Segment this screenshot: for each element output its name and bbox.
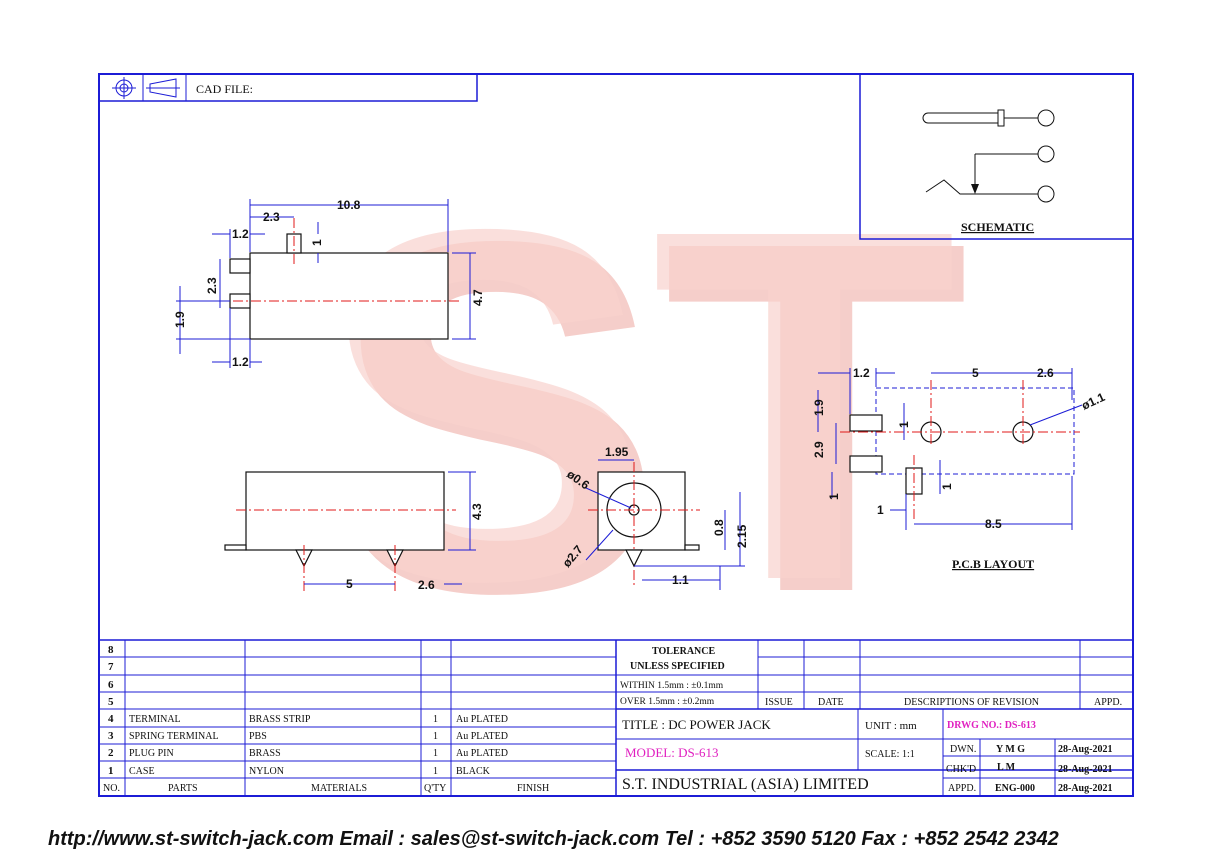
svg-text:1.2: 1.2 xyxy=(232,227,249,241)
svg-text:1: 1 xyxy=(827,493,841,500)
svg-text:TITLE : DC POWER JACK: TITLE : DC POWER JACK xyxy=(622,717,771,732)
svg-text:1: 1 xyxy=(897,421,911,428)
svg-text:1: 1 xyxy=(433,714,438,725)
svg-text:DWN.: DWN. xyxy=(950,744,976,755)
svg-text:ST: ST xyxy=(318,125,957,684)
svg-text:1.1: 1.1 xyxy=(672,573,689,587)
svg-text:4: 4 xyxy=(108,713,114,725)
st-watermark: ST ST xyxy=(318,125,969,696)
svg-text:BLACK: BLACK xyxy=(456,766,491,777)
svg-text:Q'TY: Q'TY xyxy=(424,783,446,794)
svg-text:6: 6 xyxy=(108,679,114,691)
svg-text:ø1.1: ø1.1 xyxy=(1079,390,1107,413)
svg-text:4.3: 4.3 xyxy=(470,503,484,520)
schematic-box: SCHEMATIC xyxy=(859,73,1134,240)
svg-text:DATE: DATE xyxy=(818,697,844,708)
svg-text:1: 1 xyxy=(433,731,438,742)
svg-text:5: 5 xyxy=(972,366,979,380)
svg-text:TOLERANCE: TOLERANCE xyxy=(652,646,715,657)
side-view: 4.3 5 2.6 xyxy=(224,471,484,592)
svg-text:PARTS: PARTS xyxy=(168,783,198,794)
bom-table: 8 7 6 5 4 TERMINAL BRASS STRIP 1 Au PLAT… xyxy=(99,639,1133,796)
svg-text:NO.: NO. xyxy=(103,783,120,794)
svg-text:1: 1 xyxy=(310,239,324,246)
svg-text:10.8: 10.8 xyxy=(337,198,361,212)
svg-text:Y M G: Y M G xyxy=(996,744,1025,755)
svg-text:APPD.: APPD. xyxy=(948,783,976,794)
svg-text:L M: L M xyxy=(997,762,1016,773)
svg-text:2.15: 2.15 xyxy=(735,524,749,548)
svg-text:DESCRIPTIONS OF REVISION: DESCRIPTIONS OF REVISION xyxy=(904,697,1039,708)
svg-text:Au PLATED: Au PLATED xyxy=(456,714,508,725)
svg-text:BRASS: BRASS xyxy=(249,748,281,759)
svg-text:1: 1 xyxy=(877,503,884,517)
svg-text:7: 7 xyxy=(108,661,114,673)
schematic-label: SCHEMATIC xyxy=(961,220,1034,234)
contact-footer: http://www.st-switch-jack.com Email : sa… xyxy=(48,828,1059,850)
svg-text:1.2: 1.2 xyxy=(853,366,870,380)
svg-text:ENG-000: ENG-000 xyxy=(995,783,1035,794)
svg-text:1.2: 1.2 xyxy=(232,355,249,369)
svg-text:TERMINAL: TERMINAL xyxy=(129,714,181,725)
svg-text:MATERIALS: MATERIALS xyxy=(311,783,367,794)
svg-text:MODEL: DS-613: MODEL: DS-613 xyxy=(625,745,719,760)
svg-text:2.6: 2.6 xyxy=(1037,366,1054,380)
tolerance-revision-block: TOLERANCE UNLESS SPECIFIED WITHIN 1.5mm … xyxy=(616,640,1133,710)
svg-text:APPD.: APPD. xyxy=(1094,697,1122,708)
svg-text:28-Aug-2021: 28-Aug-2021 xyxy=(1058,764,1112,775)
svg-text:8.5: 8.5 xyxy=(985,517,1002,531)
svg-text:CHK'D: CHK'D xyxy=(946,764,976,775)
svg-text:PBS: PBS xyxy=(249,731,267,742)
first-angle-projection-icon xyxy=(112,77,180,99)
svg-text:3: 3 xyxy=(108,730,114,742)
svg-text:PLUG PIN: PLUG PIN xyxy=(129,748,174,759)
svg-text:1: 1 xyxy=(433,748,438,759)
pcb-layout: 1.2 5 2.6 1.9 2.9 1 ø1.1 1 1 1 8.5 P.C.B… xyxy=(812,366,1107,571)
svg-text:NYLON: NYLON xyxy=(249,766,284,777)
svg-text:S.T. INDUSTRIAL (ASIA) LIMI: S.T. INDUSTRIAL (ASIA) LIMITED xyxy=(622,776,869,793)
svg-text:1: 1 xyxy=(108,765,114,777)
svg-text:CASE: CASE xyxy=(129,766,155,777)
svg-text:Au PLATED: Au PLATED xyxy=(456,748,508,759)
svg-text:UNIT : mm: UNIT : mm xyxy=(865,720,917,732)
svg-text:0.8: 0.8 xyxy=(712,519,726,536)
svg-text:28-Aug-2021: 28-Aug-2021 xyxy=(1058,744,1112,755)
svg-text:UNLESS SPECIFIED: UNLESS SPECIFIED xyxy=(630,661,725,672)
svg-text:2.3: 2.3 xyxy=(263,210,280,224)
top-view: 10.8 2.3 1.2 1 2.3 4.7 1.9 1.2 xyxy=(173,198,485,369)
svg-text:SPRING TERMINAL: SPRING TERMINAL xyxy=(129,731,219,742)
svg-text:1.95: 1.95 xyxy=(605,445,629,459)
front-view: 1.95 ø0.6 ø2.7 0.8 2.15 1.1 xyxy=(560,445,749,590)
svg-text:2.3: 2.3 xyxy=(205,277,219,294)
svg-text:2.6: 2.6 xyxy=(418,578,435,592)
svg-text:28-Aug-2021: 28-Aug-2021 xyxy=(1058,783,1112,794)
svg-text:1.9: 1.9 xyxy=(812,399,826,416)
svg-text:BRASS STRIP: BRASS STRIP xyxy=(249,714,311,725)
pcb-layout-label: P.C.B LAYOUT xyxy=(952,557,1034,571)
svg-text:2: 2 xyxy=(108,747,114,759)
svg-text:SCALE: 1:1: SCALE: 1:1 xyxy=(865,749,915,760)
svg-text:5: 5 xyxy=(108,696,114,708)
svg-text:4.7: 4.7 xyxy=(471,289,485,306)
svg-text:1: 1 xyxy=(433,766,438,777)
svg-text:OVER 1.5mm : ±0.2mm: OVER 1.5mm : ±0.2mm xyxy=(620,697,715,707)
svg-text:FINISH: FINISH xyxy=(517,783,549,794)
cad-file-label: CAD FILE: xyxy=(196,82,253,96)
svg-text:1.9: 1.9 xyxy=(173,311,187,328)
svg-text:8: 8 xyxy=(108,644,114,656)
cad-file-header: CAD FILE: xyxy=(98,73,478,102)
svg-text:2.9: 2.9 xyxy=(812,441,826,458)
title-block: TITLE : DC POWER JACK UNIT : mm DRWG NO.… xyxy=(616,709,1133,796)
svg-text:1: 1 xyxy=(940,483,954,490)
svg-text:5: 5 xyxy=(346,577,353,591)
svg-text:WITHIN 1.5mm : ±0.1mm: WITHIN 1.5mm : ±0.1mm xyxy=(620,681,724,691)
svg-text:DRWG NO.: DS-613: DRWG NO.: DS-613 xyxy=(947,720,1036,731)
svg-text:Au PLATED: Au PLATED xyxy=(456,731,508,742)
svg-text:ISSUE: ISSUE xyxy=(765,697,793,708)
